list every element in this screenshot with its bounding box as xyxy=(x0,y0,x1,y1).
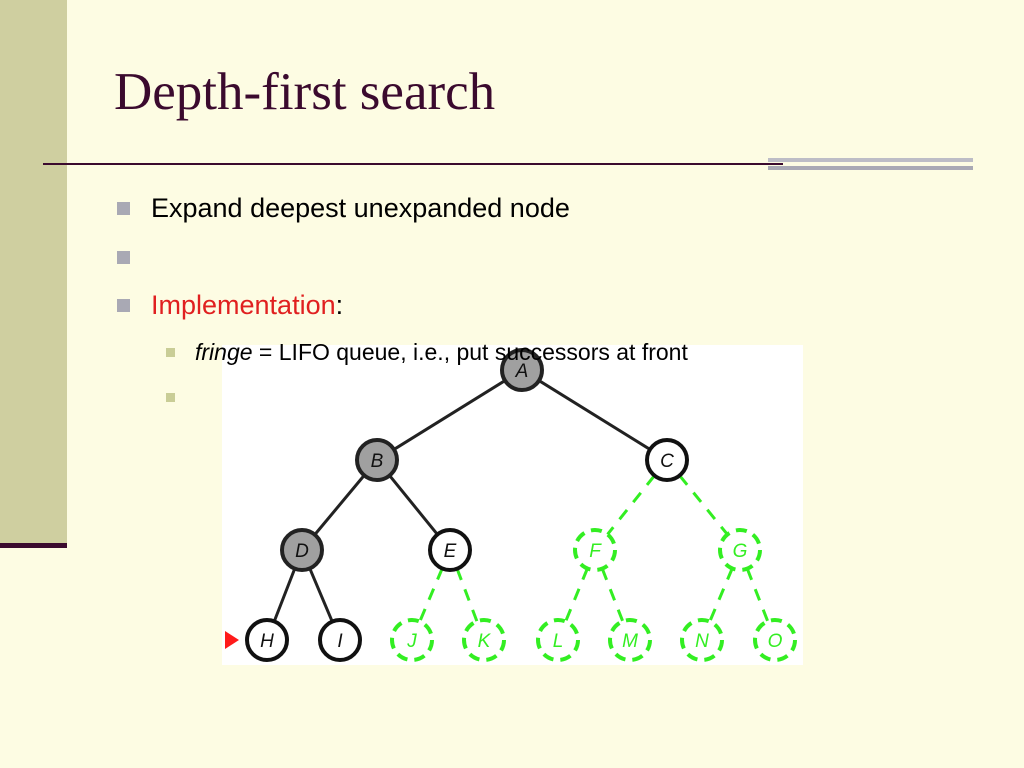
tree-edge-E-J xyxy=(418,567,444,623)
tree-node-L: L xyxy=(536,618,580,662)
bullet-marker xyxy=(117,298,130,312)
tree-node-label: I xyxy=(337,631,343,652)
tree-node-O: O xyxy=(753,618,797,662)
sub-bullet-item xyxy=(166,381,195,413)
tree-node-circle xyxy=(318,618,362,662)
tree-node-D: D xyxy=(280,528,324,572)
tree-node-label: M xyxy=(622,631,638,652)
left-band-rule xyxy=(0,543,67,548)
tree-node-K: K xyxy=(462,618,506,662)
tree-node-circle xyxy=(573,528,617,572)
bullet-item: Expand deepest unexpanded node xyxy=(117,191,570,225)
tree-node-J: J xyxy=(390,618,434,662)
tree-node-circle xyxy=(753,618,797,662)
sub-bullet-text: fringe = LIFO queue, i.e., put successor… xyxy=(195,339,688,366)
title-divider xyxy=(43,163,783,165)
tree-node-label: N xyxy=(695,631,709,652)
sub-bullet-marker xyxy=(166,347,175,357)
title-divider-accent xyxy=(768,158,973,178)
tree-edge-G-N xyxy=(708,567,734,623)
tree-node-label: O xyxy=(768,631,783,652)
tree-edge-E-K xyxy=(455,568,479,622)
tree-node-M: M xyxy=(608,618,652,662)
bullet-item xyxy=(117,240,151,274)
tree-node-circle xyxy=(718,528,762,572)
bullet-marker xyxy=(117,201,130,215)
tree-node-circle xyxy=(245,618,289,662)
tree-node-circle xyxy=(680,618,724,662)
tree-node-N: N xyxy=(680,618,724,662)
tree-node-E: E xyxy=(428,528,472,572)
tree-edge-B-E xyxy=(388,474,439,536)
tree-node-circle xyxy=(645,438,689,482)
tree-edge-D-I xyxy=(308,567,334,623)
tree-edge-G-O xyxy=(745,568,770,622)
tree-node-label: C xyxy=(660,451,674,472)
implementation-colon: : xyxy=(335,289,344,320)
bullet-marker xyxy=(117,250,130,264)
tree-node-circle xyxy=(462,618,506,662)
fringe-definition: = LIFO queue, i.e., put successors at fr… xyxy=(252,338,688,365)
tree-node-circle xyxy=(500,348,544,392)
implementation-label: Implementation xyxy=(151,289,336,320)
tree-node-circle xyxy=(280,528,324,572)
tree-node-G: G xyxy=(718,528,762,572)
left-decorative-band xyxy=(0,0,67,545)
tree-node-label: A xyxy=(515,361,529,382)
tree-node-label: B xyxy=(371,451,384,472)
tree-edge-B-D xyxy=(313,474,366,536)
tree-node-label: E xyxy=(444,541,457,562)
tree-node-circle xyxy=(536,618,580,662)
dfs-tree-svg: A B C D E F G H I J K L M N O xyxy=(225,348,797,662)
tree-node-A: A xyxy=(500,348,544,392)
tree-node-label: G xyxy=(733,541,748,562)
sub-bullet-item: fringe = LIFO queue, i.e., put successor… xyxy=(166,336,688,368)
tree-node-label: J xyxy=(406,631,417,652)
tree-edge-D-H xyxy=(272,568,297,622)
tree-edge-F-M xyxy=(600,568,625,622)
bullet-item: Implementation: xyxy=(117,288,343,322)
tree-edge-A-B xyxy=(393,379,506,451)
tree-edge-A-C xyxy=(538,379,651,451)
tree-node-label: F xyxy=(589,541,602,562)
fringe-term: fringe xyxy=(195,338,253,365)
bullet-text: Expand deepest unexpanded node xyxy=(151,192,570,223)
tree-node-label: D xyxy=(295,541,309,562)
tree-node-I: I xyxy=(318,618,362,662)
tree-node-label: L xyxy=(553,631,564,652)
bullet-text: Implementation: xyxy=(151,290,343,321)
tree-edge-C-F xyxy=(606,474,656,536)
tree-node-F: F xyxy=(573,528,617,572)
tree-edge-F-L xyxy=(564,567,589,623)
tree-node-circle xyxy=(355,438,399,482)
tree-node-label: K xyxy=(478,631,492,652)
sub-bullet-marker xyxy=(166,392,175,402)
current-node-pointer-icon xyxy=(225,631,239,649)
tree-node-circle xyxy=(390,618,434,662)
tree-node-H: H xyxy=(245,618,289,662)
slide-title: Depth-first search xyxy=(114,63,496,121)
tree-node-circle xyxy=(428,528,472,572)
tree-node-label: H xyxy=(260,631,274,652)
tree-node-B: B xyxy=(355,438,399,482)
tree-edge-C-G xyxy=(678,474,729,536)
dfs-tree-diagram: A B C D E F G H I J K L M N O xyxy=(222,345,803,665)
tree-node-circle xyxy=(608,618,652,662)
tree-node-C: C xyxy=(645,438,689,482)
